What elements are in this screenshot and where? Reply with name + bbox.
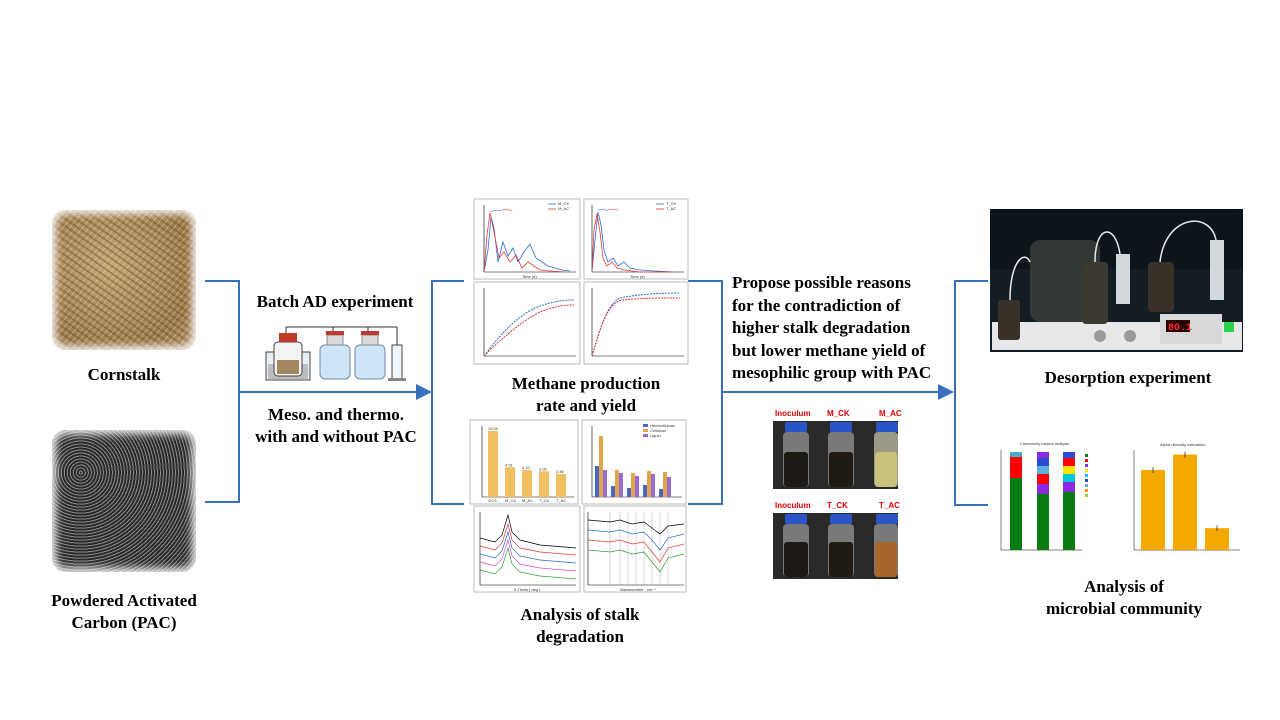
meso-rate-x-label: Time (d)	[522, 274, 537, 279]
pac-photo	[52, 430, 196, 572]
xrd-chart: 2-Theta ( deg.)	[473, 505, 581, 593]
methane-caption-line2: rate and yield	[535, 396, 637, 415]
alpha-bar-2	[1205, 528, 1229, 550]
outputs-bracket	[954, 280, 988, 506]
mass-bar-2	[522, 469, 532, 497]
mass-bar-0	[488, 431, 498, 497]
mass-category-4: T_AC	[556, 498, 566, 503]
stirrer-display: 80.1	[1168, 323, 1192, 334]
methane-caption-line1: Methane production	[511, 374, 661, 393]
thermo-rate-x-label: Time (d)	[630, 274, 645, 279]
ftir-x-label: Wavenumber , cm⁻¹	[620, 587, 656, 592]
microbial-caption-line2: microbial community	[1046, 599, 1202, 618]
legend-cellulose: Cellulose	[650, 428, 667, 433]
legend-m-ac: M_AC	[558, 206, 569, 211]
mass-category-0: OCS	[488, 498, 497, 503]
pac-label-line1: Powdered Activated	[51, 591, 197, 610]
thermo-cumulative-chart	[583, 281, 689, 365]
cornstalk-label: Cornstalk	[87, 365, 161, 384]
mass-category-2: M_AC	[522, 498, 533, 503]
batch-ad-title: Batch AD experiment	[256, 292, 414, 311]
alpha-diversity-chart: Alpha diversity estimation	[1125, 438, 1243, 560]
xrd-x-label: 2-Theta ( deg.)	[514, 587, 541, 592]
reasons-line5: mesophilic group with PAC	[732, 363, 932, 382]
degradation-caption-line1: Analysis of stalk	[520, 605, 640, 624]
vial-label-t-ck: T_CK	[827, 501, 848, 510]
vial-label-inoculum-1: Inoculum	[775, 409, 811, 418]
thermo-rate-chart: T_CK T_AC Time (d)	[583, 198, 689, 280]
alpha-title: Alpha diversity estimation	[1160, 442, 1205, 447]
legend-m-ck: M_CK	[558, 201, 569, 206]
mass-bar-4	[556, 473, 566, 497]
mass-bar-label-3: 3.90	[539, 466, 548, 471]
meso-cumulative-chart	[473, 281, 581, 365]
mass-bar-label-4: 3.46	[556, 469, 565, 474]
degradation-caption-line2: degradation	[536, 627, 624, 646]
reasons-line4: but lower methane yield of	[732, 340, 926, 360]
lignocellulose-chart: Hemicellulose Cellulose Lignin	[581, 419, 687, 505]
legend-t-ac: T_AC	[666, 206, 676, 211]
mass-bar-label-1: 4.51	[505, 462, 514, 467]
cornstalk-photo	[52, 210, 196, 350]
ligno-bars	[595, 436, 671, 497]
desorption-caption: Desorption experiment	[1044, 368, 1212, 387]
reasons-line1: Propose possible reasons	[732, 273, 911, 292]
meso-rate-chart: M_CK M_AC Time (d)	[473, 198, 581, 280]
mass-bar-1	[505, 467, 515, 497]
reasons-line3: higher stalk degradation	[732, 318, 911, 337]
mass-category-3: T_CK	[539, 498, 550, 503]
legend-lignin: Lignin	[650, 433, 661, 438]
mass-bar-3	[539, 471, 549, 497]
legend-hemicellulose: Hemicellulose	[650, 423, 676, 428]
alpha-bar-0	[1141, 470, 1165, 550]
vial-label-m-ck: M_CK	[827, 409, 850, 418]
community-barplot: Community barplot analysis	[992, 440, 1122, 560]
pac-label-line2: Carbon (PAC)	[71, 613, 177, 632]
mass-bar-label-0: 10.00	[488, 426, 499, 431]
vial-label-t-ac: T_AC	[879, 501, 900, 510]
microbial-caption-line1: Analysis of	[1084, 577, 1164, 596]
legend-t-ck: T_CK	[666, 201, 677, 206]
alpha-bar-1	[1173, 454, 1197, 550]
reasons-text: Propose possible reasons for the contrad…	[732, 272, 962, 385]
results-left-bracket	[431, 280, 464, 505]
vial-label-m-ac: M_AC	[879, 409, 902, 418]
mass-category-1: M_CK	[505, 498, 516, 503]
ftir-chart: Wavenumber , cm⁻¹	[583, 505, 687, 593]
reasons-line2: for the contradiction of	[732, 295, 901, 315]
conditions-line1: Meso. and thermo.	[268, 405, 404, 424]
stack-title: Community barplot analysis	[1020, 441, 1069, 446]
conditions-line2: with and without PAC	[255, 427, 417, 446]
vial-label-inoculum-2: Inoculum	[775, 501, 811, 510]
mass-bar-label-2: 4.10	[522, 465, 531, 470]
